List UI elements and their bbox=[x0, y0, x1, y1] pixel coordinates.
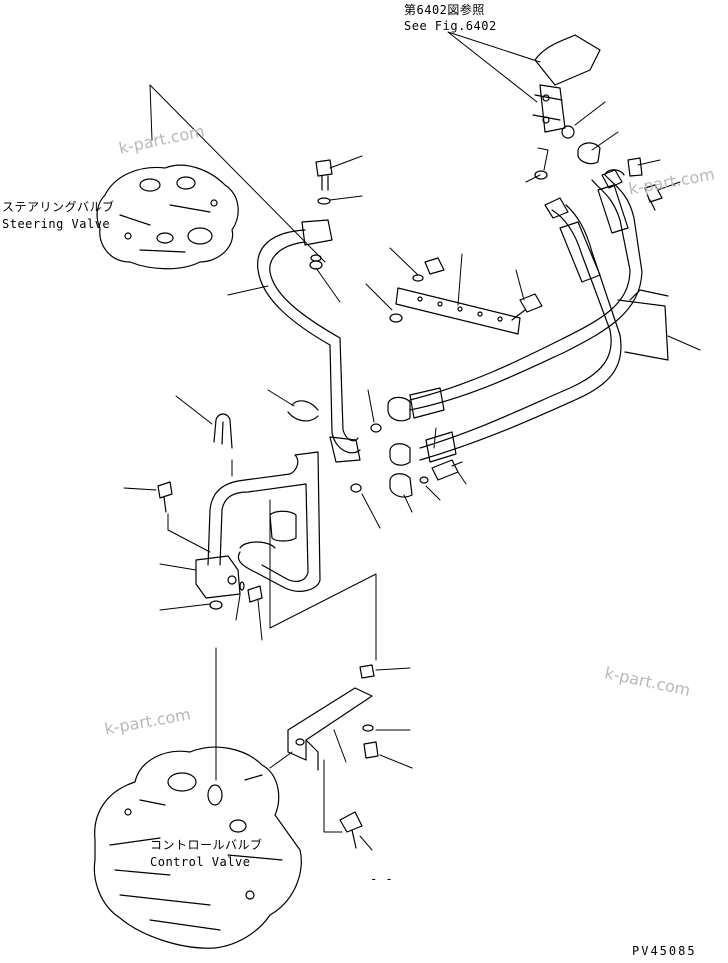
top-bolt bbox=[309, 159, 333, 270]
clamp-plate bbox=[395, 287, 521, 335]
drawing-code: PV45085 bbox=[632, 944, 697, 958]
bracket bbox=[287, 664, 379, 849]
lower-pipe-assembly bbox=[207, 451, 321, 592]
hose-assembly bbox=[387, 169, 643, 466]
small-pipe bbox=[287, 400, 319, 422]
seals bbox=[350, 313, 403, 493]
lower-bolts bbox=[157, 481, 263, 610]
steering-valve-part bbox=[96, 164, 239, 270]
pipe-block bbox=[195, 555, 241, 599]
fig-ref-jp: 第6402図参照 bbox=[404, 3, 485, 17]
control-valve-label-jp: コントロールバルブ bbox=[150, 838, 263, 852]
blank-mark: - - bbox=[370, 872, 394, 886]
fig-6402-parts bbox=[532, 34, 663, 211]
control-valve-part bbox=[93, 746, 302, 949]
fig-ref-en: See Fig.6402 bbox=[404, 19, 497, 33]
main-pipe bbox=[257, 219, 361, 463]
bent-tube bbox=[213, 413, 233, 449]
frame-bracket bbox=[617, 289, 669, 361]
nut-washer-group bbox=[412, 257, 543, 321]
steering-valve-label-jp: ステアリングバルブ bbox=[2, 200, 115, 214]
control-valve-label-en: Control Valve bbox=[150, 855, 251, 869]
steering-valve-label-en: Steering Valve bbox=[2, 217, 111, 231]
leader-lines bbox=[123, 31, 701, 851]
